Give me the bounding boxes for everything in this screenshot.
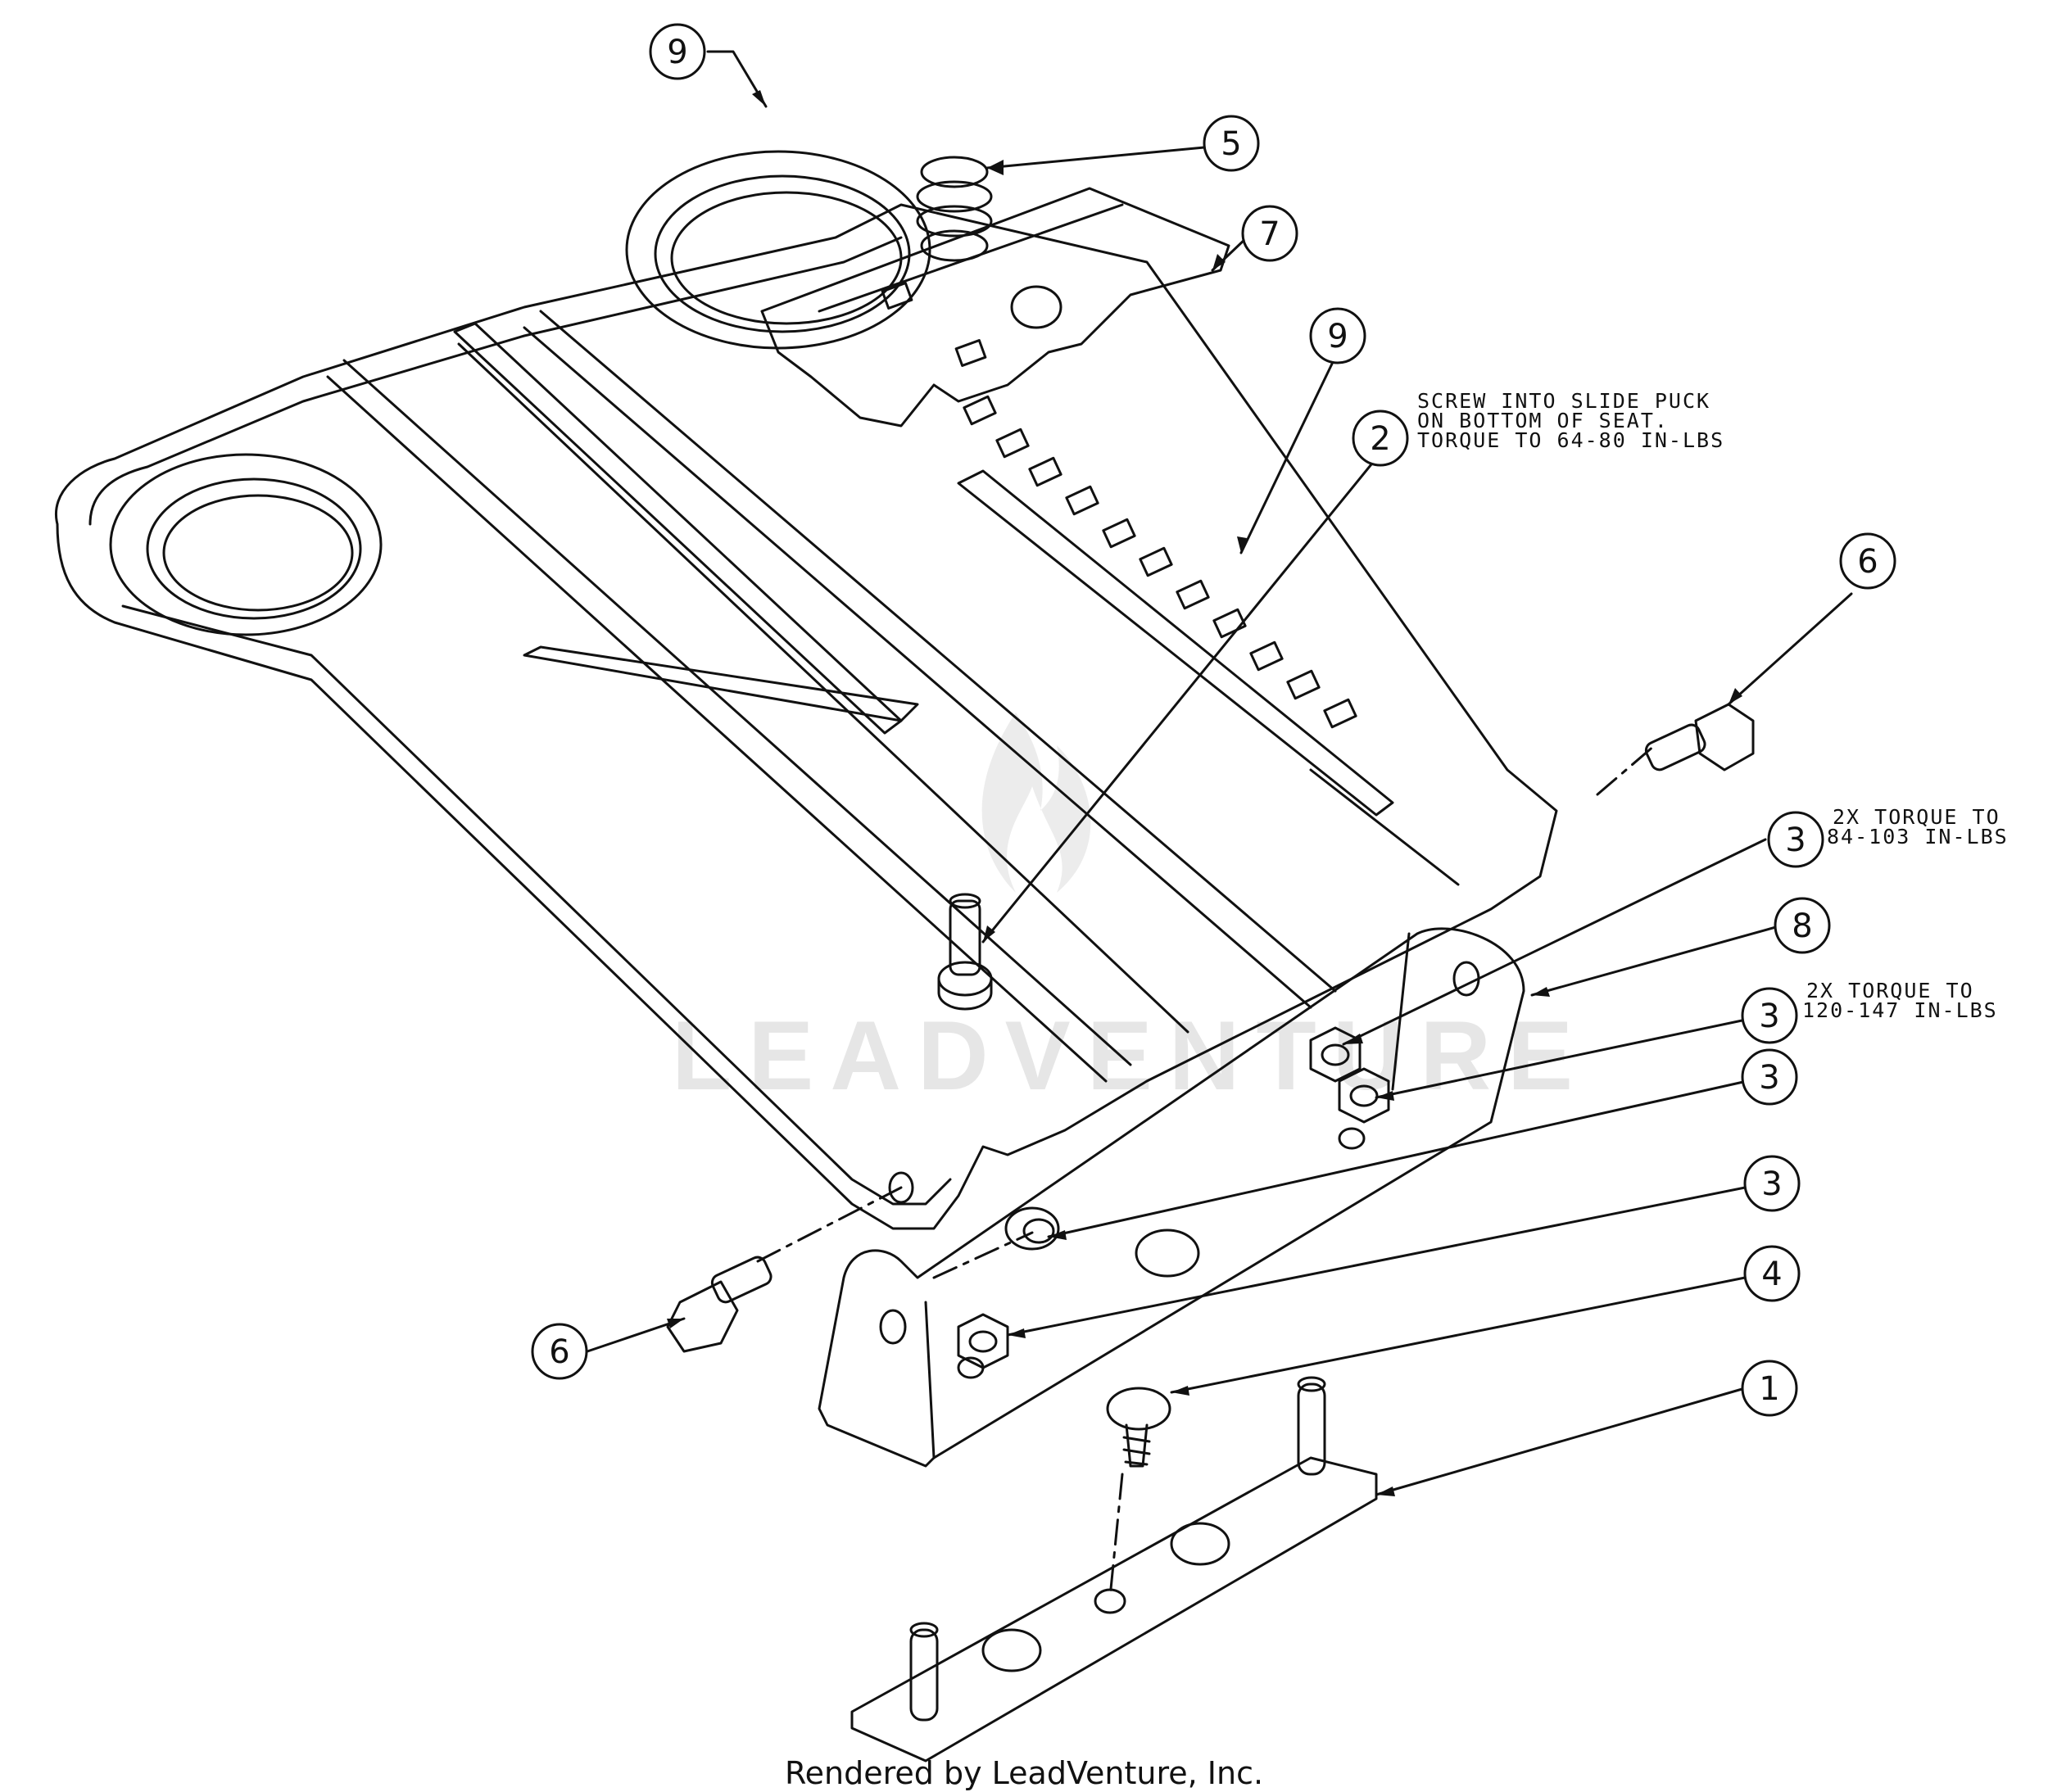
svg-text:4: 4: [1761, 1256, 1782, 1293]
callout-3: 3: [1741, 1048, 1798, 1106]
watermark: LEADVENTURE: [672, 713, 1589, 1111]
callout-3: 3: [1767, 811, 1824, 868]
svg-text:3: 3: [1759, 998, 1779, 1035]
callout-5: 5: [1203, 115, 1260, 172]
screw: [1106, 1387, 1171, 1468]
spring: [916, 156, 993, 262]
svg-text:8: 8: [1792, 907, 1812, 945]
callout-1: 1: [1741, 1360, 1798, 1417]
latch-bracket: [760, 187, 1230, 428]
flange-nut: [1004, 1206, 1060, 1251]
leader-lines: [586, 50, 1853, 1496]
callout-8: 8: [1774, 897, 1831, 954]
svg-text:1: 1: [1759, 1370, 1779, 1408]
callout-3: 3: [1743, 1155, 1801, 1212]
callout-9: 9: [1309, 307, 1366, 364]
svg-text:84-103 IN-LBS: 84-103 IN-LBS: [1827, 825, 2009, 848]
callout-3: 3: [1741, 987, 1798, 1044]
svg-text:2: 2: [1370, 420, 1390, 458]
adjustment-slots: [963, 395, 1357, 729]
svg-text:120-147 IN-LBS: 120-147 IN-LBS: [1802, 998, 1998, 1022]
callouts: 9 5 7 9 2 6 3 8 3 3 3 4 1 6: [531, 23, 1896, 1417]
callout-4: 4: [1743, 1245, 1801, 1302]
stud: [937, 893, 993, 1011]
svg-text:3: 3: [1759, 1059, 1779, 1097]
slide-plate: [850, 1376, 1378, 1763]
leader-arrowheads: [667, 90, 1742, 1496]
shoulder-bolt: [666, 1256, 773, 1353]
watermark-text: LEADVENTURE: [672, 1001, 1589, 1111]
callout-6: 6: [531, 1323, 588, 1380]
svg-text:2X TORQUE TO: 2X TORQUE TO: [1833, 805, 2000, 829]
flange-nut: [1338, 1067, 1390, 1124]
svg-text:2X TORQUE TO: 2X TORQUE TO: [1806, 979, 1974, 1002]
flange-nut: [957, 1313, 1009, 1369]
svg-text:9: 9: [1327, 318, 1348, 355]
svg-text:TORQUE TO 64-80 IN-LBS: TORQUE TO 64-80 IN-LBS: [1417, 428, 1724, 452]
callout-9: 9: [649, 23, 706, 80]
svg-text:7: 7: [1259, 215, 1280, 253]
callout-2: 2: [1352, 410, 1409, 467]
svg-text:SCREW INTO SLIDE PUCK: SCREW INTO SLIDE PUCK: [1417, 389, 1710, 413]
svg-text:5: 5: [1221, 125, 1241, 163]
note-screw-torque: SCREW INTO SLIDE PUCK ON BOTTOM OF SEAT.…: [1417, 389, 1724, 452]
flange-nut: [1309, 1026, 1362, 1083]
callout-7: 7: [1241, 205, 1298, 262]
svg-text:6: 6: [549, 1333, 569, 1371]
svg-text:6: 6: [1857, 543, 1878, 581]
svg-text:3: 3: [1761, 1165, 1782, 1203]
svg-text:ON BOTTOM OF SEAT.: ON BOTTOM OF SEAT.: [1417, 409, 1669, 432]
note-torque-120: 2X TORQUE TO 120-147 IN-LBS: [1802, 979, 1998, 1022]
shoulder-bolt: [1644, 703, 1755, 772]
svg-text:3: 3: [1785, 821, 1806, 859]
svg-text:9: 9: [667, 34, 687, 71]
callout-6: 6: [1839, 532, 1896, 590]
note-torque-84: 2X TORQUE TO 84-103 IN-LBS: [1827, 805, 2009, 848]
footer-credit: Rendered by LeadVenture, Inc.: [785, 1755, 1263, 1791]
